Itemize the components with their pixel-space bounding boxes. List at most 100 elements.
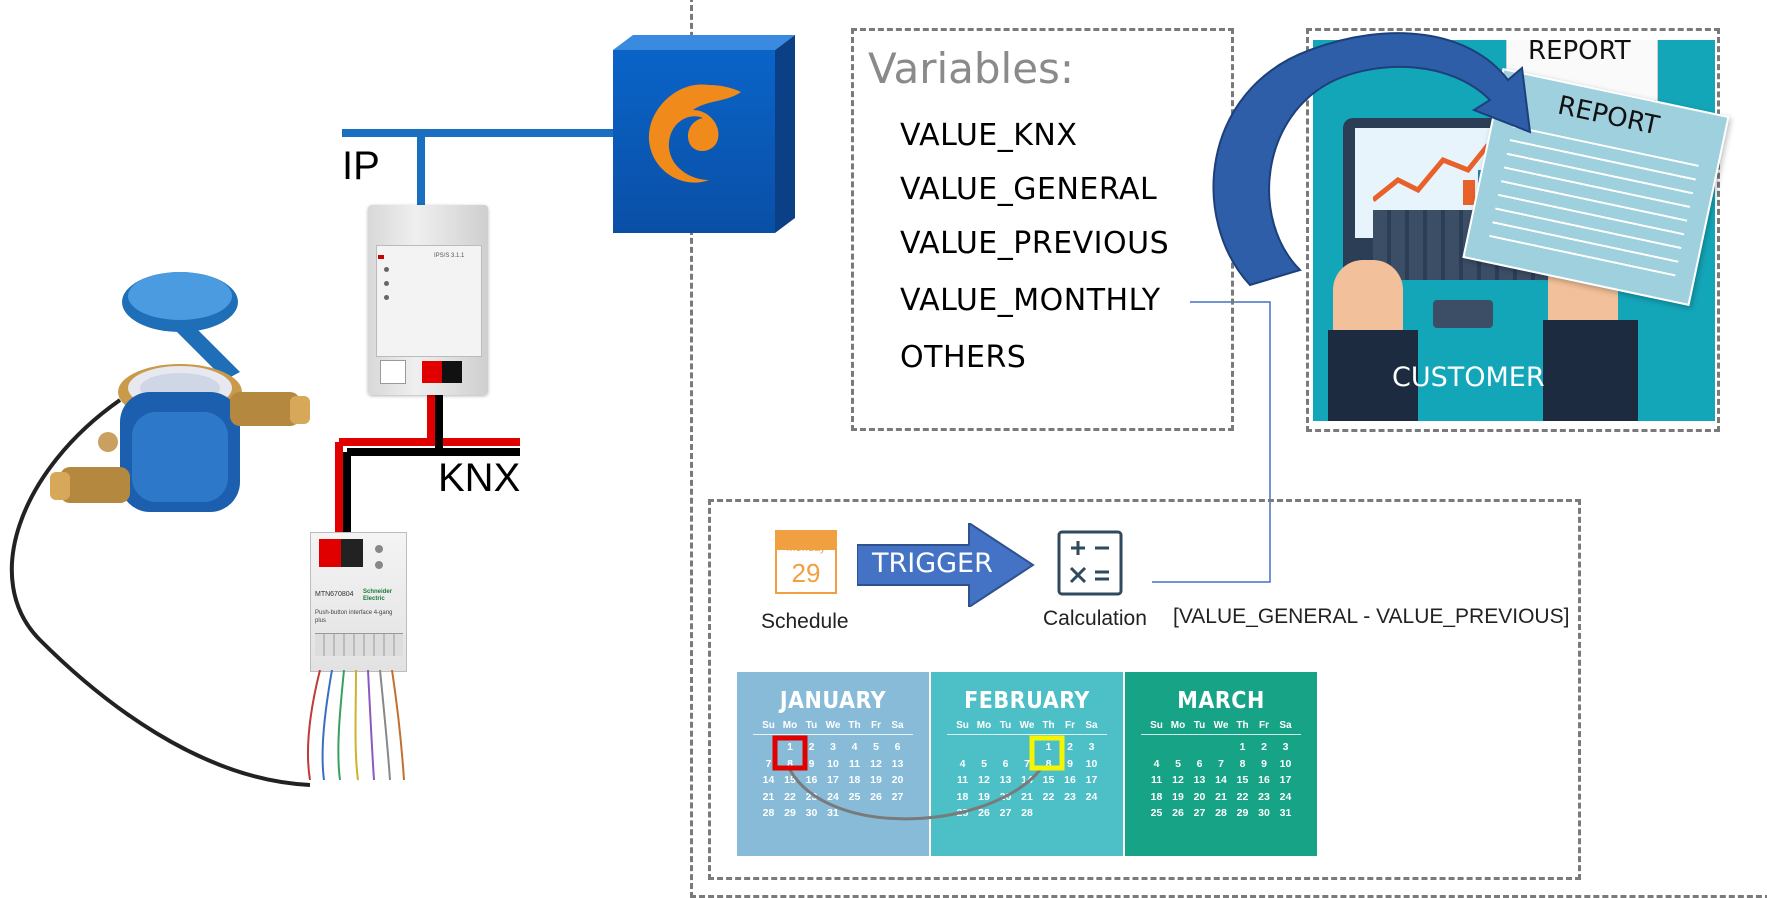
- calendar-day: [758, 741, 780, 754]
- calendar-day: 29: [1236, 807, 1249, 819]
- calendar-day: 27: [891, 790, 904, 803]
- calendar-day: 22: [1236, 790, 1249, 803]
- calendar-day: 5: [873, 741, 879, 753]
- calendar-day: 30: [1258, 807, 1270, 819]
- variable-value-previous: VALUE_PREVIOUS: [900, 226, 1170, 261]
- calendar-day: 4: [1153, 757, 1160, 770]
- calendar-icon-day: Monday: [786, 542, 826, 554]
- weekday: Mo: [1170, 720, 1186, 731]
- ip-router-model-label: IPS/S 3.1.1: [434, 253, 465, 259]
- weekday: Th: [1042, 720, 1055, 731]
- calendar-day: 28: [1021, 807, 1033, 819]
- calendar-day: 2: [1261, 741, 1267, 753]
- calendar-day: 24: [1085, 790, 1098, 803]
- calendar-day: 23: [1064, 790, 1076, 803]
- push-button-brand-label: Schneider Electric: [363, 589, 393, 602]
- calendar-day: 8: [1045, 757, 1052, 770]
- weekday: Sa: [1085, 720, 1098, 731]
- calculation-label: Calculation: [1043, 607, 1147, 630]
- calendar-day: 8: [1239, 757, 1246, 770]
- calendar-day: 27: [1193, 807, 1206, 819]
- calendar-day: 17: [827, 774, 839, 786]
- calendar-day: 15: [1042, 774, 1055, 786]
- calendar-day: 3: [1282, 741, 1289, 753]
- calendar-day: 28: [762, 807, 775, 819]
- calendar-day: 22: [784, 790, 796, 803]
- variables-title: Variables:: [868, 44, 1075, 93]
- weekday: Mo: [782, 720, 798, 731]
- calendar-day: 27: [999, 807, 1012, 819]
- calendar-month-title: MARCH: [1177, 688, 1265, 714]
- weekday: Su: [956, 720, 969, 731]
- weekday: Fr: [1065, 720, 1075, 731]
- schedule-label: Schedule: [761, 610, 849, 633]
- calendar-day: 6: [1002, 757, 1009, 770]
- calendar-day: 9: [1261, 757, 1267, 770]
- calendar-icon-date: 29: [791, 558, 821, 588]
- calendar-day: 20: [999, 790, 1012, 803]
- calendar-day: 26: [978, 807, 990, 819]
- calendar-day: 26: [1172, 807, 1184, 819]
- weekday: Mo: [976, 720, 992, 731]
- calendar-day: 6: [894, 741, 901, 753]
- calendar-day: 10: [1279, 757, 1292, 770]
- calendar-day: 18: [1150, 790, 1163, 803]
- calendar-day: 21: [1215, 790, 1227, 803]
- weekday: Fr: [871, 720, 881, 731]
- calendar-day: 5: [981, 757, 987, 770]
- calendar-day: 21: [1021, 790, 1033, 803]
- calendar-day: 4: [851, 741, 858, 753]
- push-button-wires: [307, 670, 405, 781]
- trigger-label: TRIGGER: [872, 548, 993, 579]
- calendar-day: 25: [956, 807, 969, 819]
- ip-label: IP: [342, 144, 380, 188]
- calendar-day: 3: [830, 741, 836, 753]
- trigger-arrow: [857, 523, 1035, 607]
- calendar-day: 23: [1258, 790, 1270, 803]
- variable-value-monthly: VALUE_MONTHLY: [900, 283, 1161, 318]
- report-back-label: REPORT: [1528, 36, 1631, 66]
- calendar-day: 21: [762, 790, 775, 803]
- calendar-day: 20: [891, 774, 904, 786]
- calendar-day: 16: [1258, 774, 1270, 786]
- calendar-day: 25: [1150, 807, 1163, 819]
- calendar-day: 1: [1239, 741, 1246, 753]
- calendar-day: 9: [808, 757, 815, 770]
- calendar-month-title: FEBRUARY: [964, 688, 1090, 714]
- weekday: We: [1019, 720, 1035, 731]
- calendar-day: 7: [1218, 757, 1224, 770]
- calendar-day: 11: [1150, 774, 1163, 786]
- calendar-day: 18: [956, 790, 969, 803]
- calendar-day: 19: [978, 790, 990, 803]
- customer-report-box: [1306, 28, 1720, 432]
- water-meter-icon: [50, 272, 310, 512]
- server-cube-icon: [613, 35, 795, 233]
- weekday: Tu: [1193, 720, 1206, 731]
- weekday: Sa: [1279, 720, 1292, 731]
- calendar-day: 13: [891, 757, 904, 770]
- calendar-day: 25: [848, 790, 861, 803]
- knx-label: KNX: [438, 456, 521, 500]
- calendar-day: 9: [1067, 757, 1073, 770]
- calendar-day: 24: [827, 790, 839, 803]
- weekday: Sa: [891, 720, 904, 731]
- calendar-day: 14: [762, 774, 775, 786]
- calendar-day: [952, 741, 974, 754]
- calendar-day: [995, 741, 1017, 754]
- calendar-day: 30: [805, 807, 818, 819]
- calendar-day: 15: [784, 774, 796, 786]
- weekday: Fr: [1259, 720, 1269, 731]
- calendar-day: 7: [1024, 757, 1030, 770]
- calendar-month-title: JANUARY: [779, 688, 887, 714]
- calendar-day: 12: [1172, 774, 1184, 786]
- calendar-day: [1146, 741, 1168, 754]
- calendar-day: 3: [1088, 741, 1095, 753]
- calendar-day: 13: [1193, 774, 1206, 786]
- calendar-day: 31: [1279, 807, 1292, 819]
